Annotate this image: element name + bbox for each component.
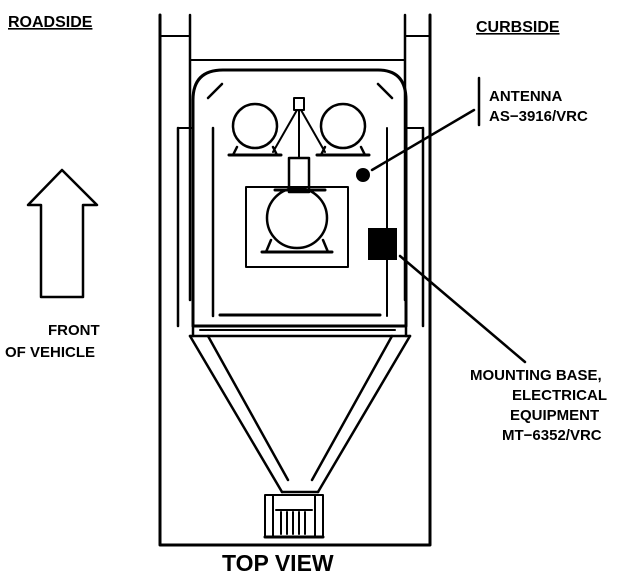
mounting-label-line2: ELECTRICAL [512,387,607,404]
front-label-line1: FRONT [48,322,100,339]
view-title: TOP VIEW [222,550,334,576]
front-label-line2: OF VEHICLE [5,344,95,361]
mounting-base-icon [368,228,397,260]
antenna-leader-line [370,108,476,172]
curbside-label: CURBSIDE [476,19,560,36]
mounting-label-line1: MOUNTING BASE, [470,367,602,384]
antenna-icon [356,168,370,182]
mounting-base-leader-line [398,254,527,364]
roadside-label: ROADSIDE [8,14,93,31]
mounting-label-line3: EQUIPMENT [510,407,599,424]
mast-bracket [272,97,326,159]
cylinder-top-left [227,102,283,157]
front-direction-arrow-icon [26,168,99,299]
equipment-compartment [176,68,425,331]
mounting-label-line4: MT−6352/VRC [502,427,602,444]
hitch-coupler [263,494,325,539]
center-cylinder [245,156,349,268]
tow-bar [188,324,412,494]
antenna-label-line1: ANTENNA [489,88,562,105]
antenna-label-line2: AS−3916/VRC [489,108,588,125]
cylinder-top-right [315,102,371,157]
